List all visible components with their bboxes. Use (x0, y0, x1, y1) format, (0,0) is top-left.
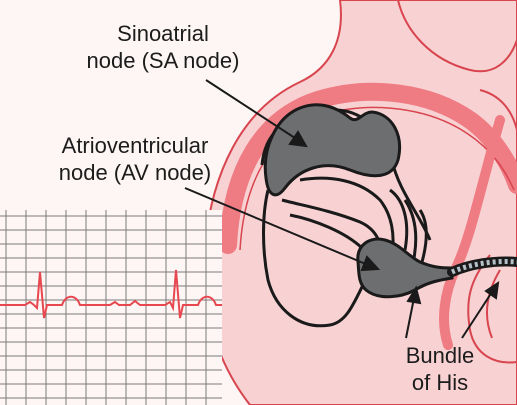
av-node-label-line1: Atrioventricular (20, 132, 250, 159)
av-node-label: Atrioventricular node (AV node) (20, 132, 250, 186)
bundle-of-his-label-line2: of His (370, 369, 510, 396)
sa-node-label-line1: Sinoatrial (68, 20, 258, 47)
sa-node-label: Sinoatrial node (SA node) (68, 20, 258, 74)
bundle-of-his-label: Bundle of His (370, 342, 510, 396)
ecg-strip (0, 210, 222, 405)
av-node-label-line2: node (AV node) (20, 159, 250, 186)
sa-node-label-line2: node (SA node) (68, 47, 258, 74)
bundle-of-his-label-line1: Bundle (370, 342, 510, 369)
